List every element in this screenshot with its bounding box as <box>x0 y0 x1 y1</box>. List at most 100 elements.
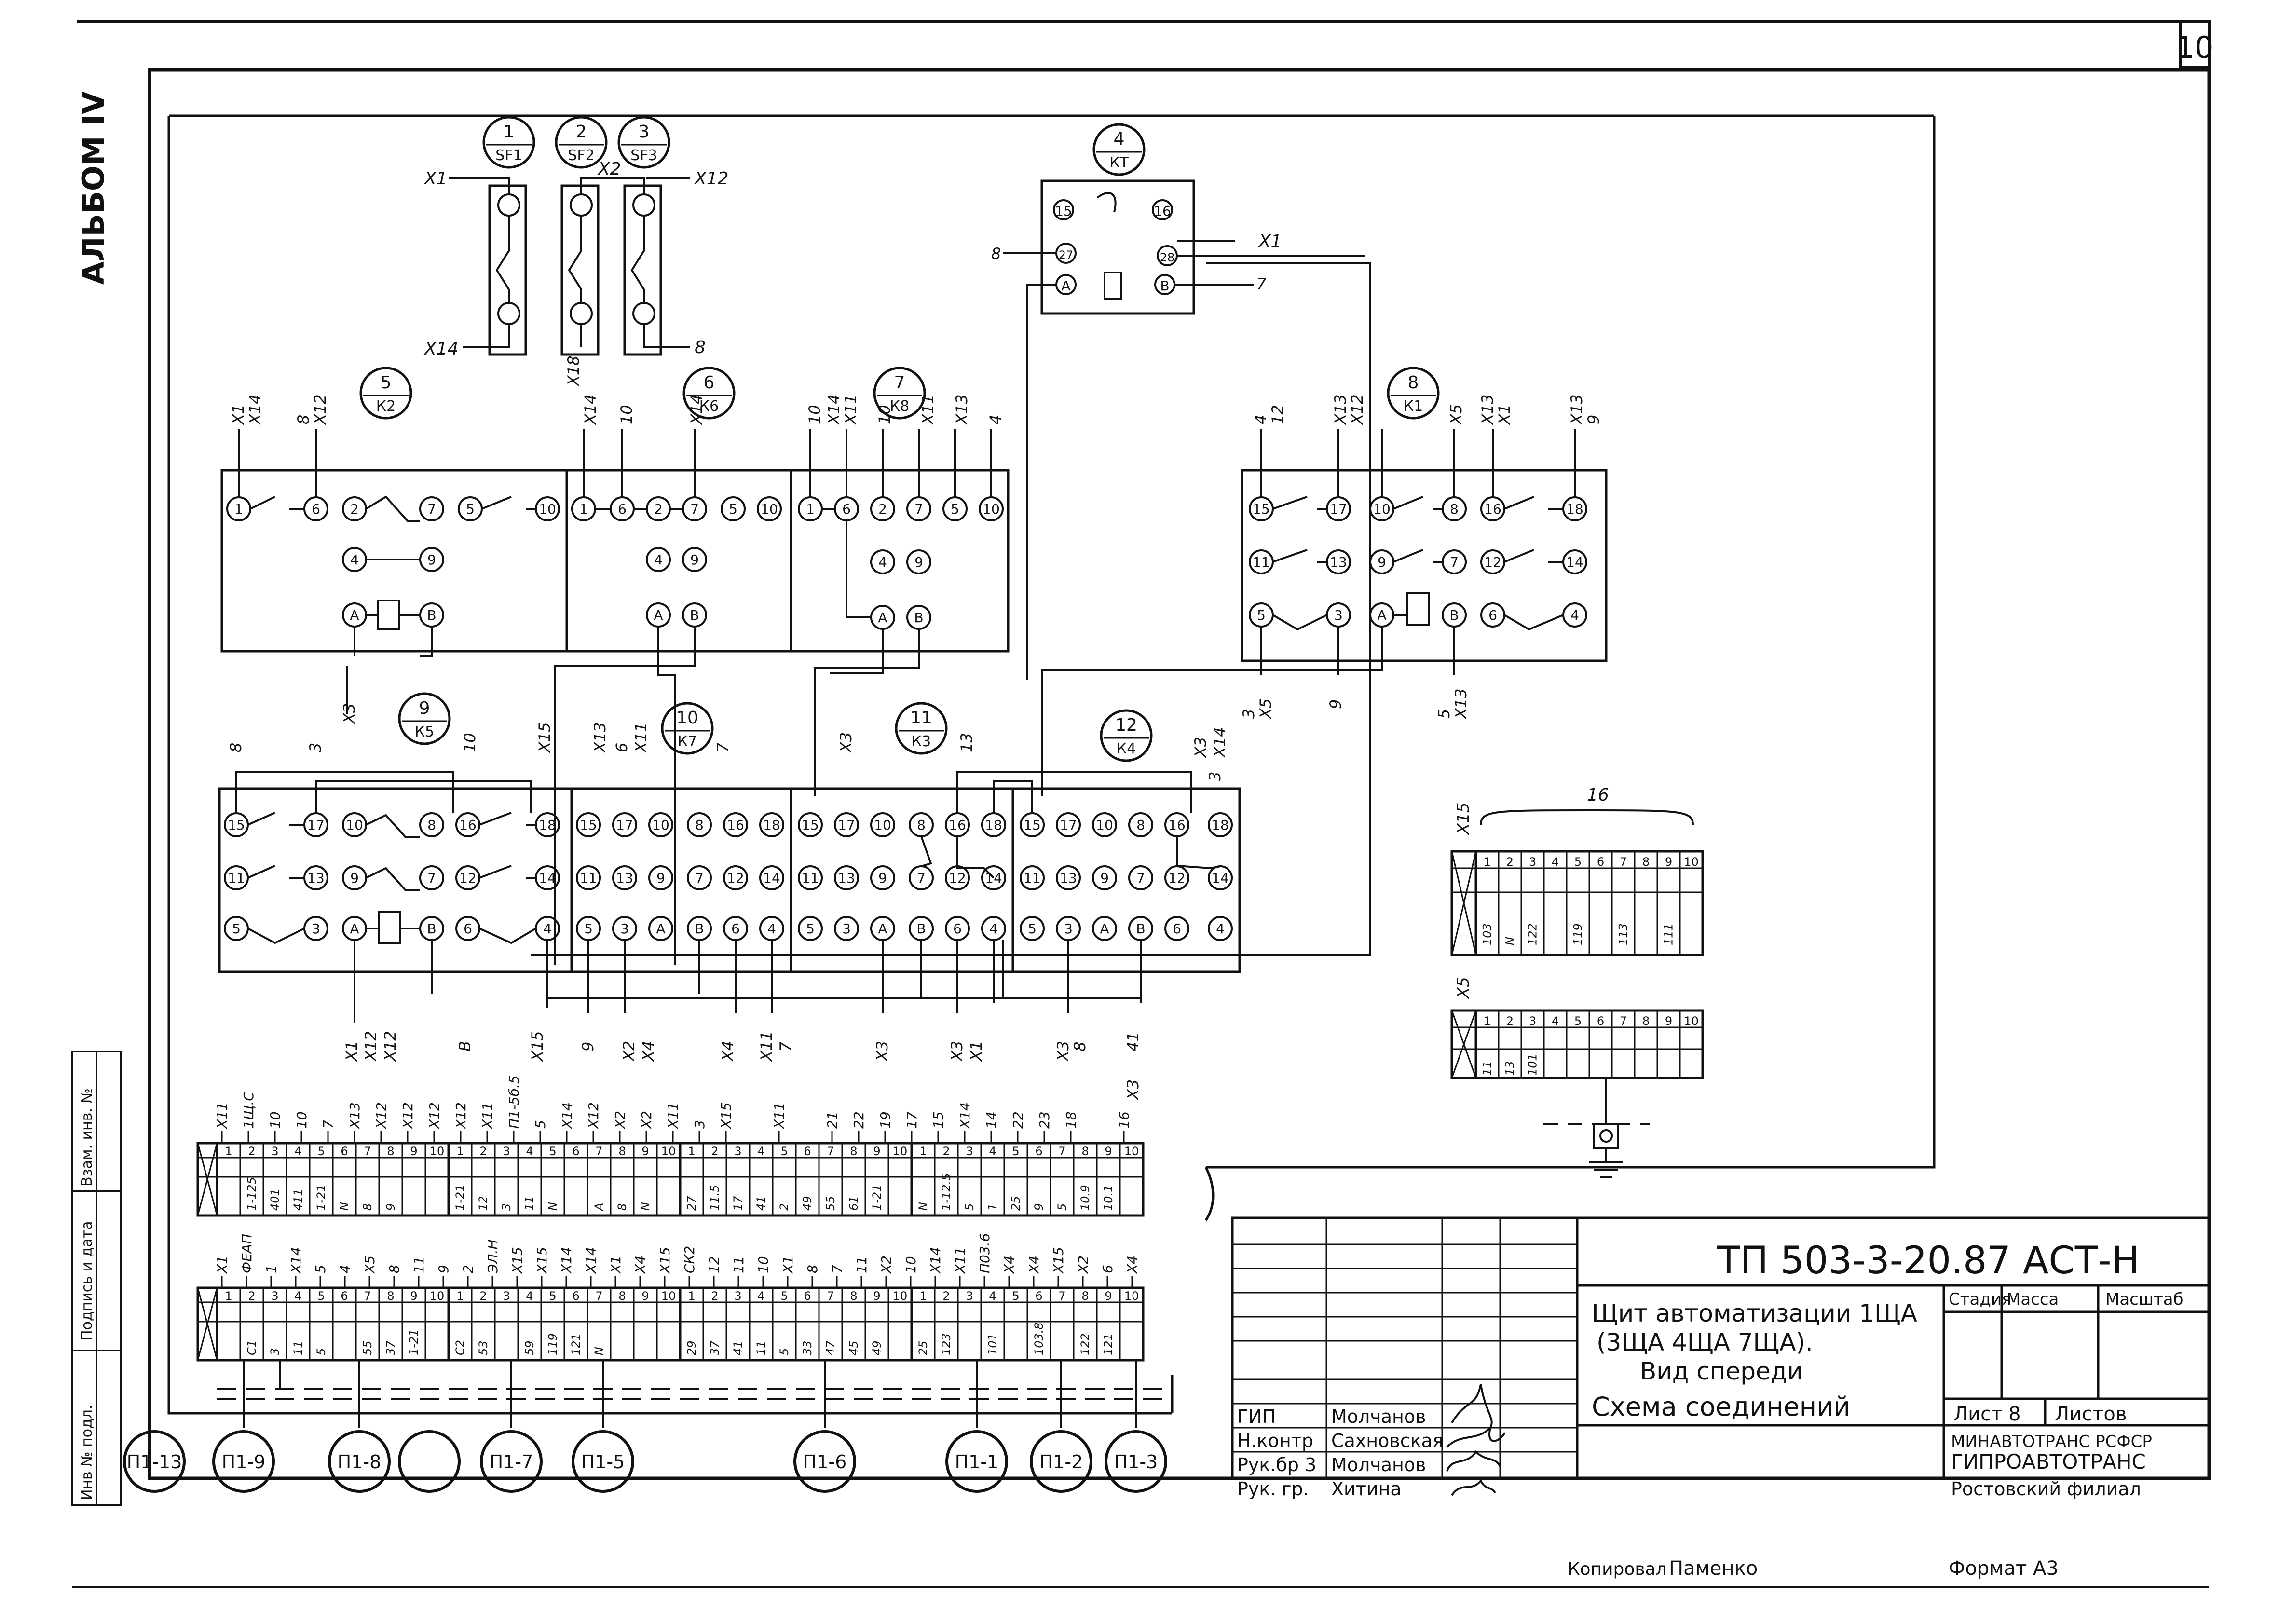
terminal-wire-label: 111 <box>1662 923 1676 945</box>
svg-text:X5: X5 <box>1256 698 1275 720</box>
terminal-number: 10 <box>430 1145 445 1158</box>
cable-connector-label: П1-2 <box>1039 1451 1083 1473</box>
svg-text:12: 12 <box>727 870 744 886</box>
svg-text:Молчанов: Молчанов <box>1331 1406 1426 1427</box>
terminal-number: 8 <box>1642 855 1650 869</box>
wire-tag: X11 <box>665 1102 681 1130</box>
label-x1-kt: X1 <box>1258 232 1282 251</box>
svg-text:7: 7 <box>894 373 905 393</box>
svg-text:B: B <box>427 607 436 623</box>
svg-text:12: 12 <box>1115 715 1137 735</box>
terminal-wire-label: 123 <box>940 1333 953 1355</box>
svg-text:8: 8 <box>917 817 926 833</box>
terminal-number: 1 <box>919 1289 927 1303</box>
terminal-wire-label: 49 <box>870 1340 884 1355</box>
wire-tag: 4 <box>337 1265 353 1273</box>
terminal-number: 1 <box>688 1289 695 1303</box>
svg-text:6: 6 <box>1488 607 1497 623</box>
svg-text:К2: К2 <box>376 398 396 415</box>
terminal-wire-label: 59 <box>523 1340 536 1355</box>
terminal-number: 9 <box>641 1289 649 1303</box>
terminal-number: 5 <box>1574 855 1582 869</box>
side-stamp <box>71 1051 122 1506</box>
svg-text:A: A <box>350 607 359 623</box>
wire-tag: 9 <box>436 1265 451 1273</box>
terminal-number: 2 <box>711 1145 718 1158</box>
svg-text:10: 10 <box>761 501 778 517</box>
wire-tag: 5 <box>313 1265 328 1273</box>
svg-text:6: 6 <box>953 921 962 937</box>
terminal-wire-label: 11.5 <box>708 1185 722 1211</box>
svg-text:13: 13 <box>838 870 855 886</box>
below-block-leads <box>354 940 1142 1023</box>
svg-text:13: 13 <box>307 870 325 886</box>
wire-tag: 7 <box>829 1265 845 1273</box>
svg-text:B: B <box>1136 921 1145 937</box>
svg-text:16: 16 <box>1168 817 1186 833</box>
terminal-wire-label: 53 <box>477 1340 490 1355</box>
terminal-number: 8 <box>618 1145 626 1158</box>
svg-text:8: 8 <box>1450 501 1459 517</box>
svg-text:17: 17 <box>838 817 855 833</box>
sheet-frame <box>72 20 2211 1588</box>
wire-tag: 1Щ.С <box>241 1092 257 1129</box>
svg-text:4: 4 <box>1216 921 1225 937</box>
breaker-wires <box>449 177 690 348</box>
k1-wire-tags: 4 12 X13 X12 X5 X13 X1 X13 9 3 X5 9 5 X1… <box>1240 394 1603 720</box>
svg-text:X3: X3 <box>873 1041 891 1062</box>
terminal-number: 6 <box>1597 1014 1604 1028</box>
wire-tag: X12 <box>426 1102 442 1130</box>
svg-text:6: 6 <box>704 373 715 393</box>
terminal-wire-label: 3 <box>500 1203 513 1211</box>
svg-text:17: 17 <box>1330 501 1347 517</box>
wire-tag: X2 <box>878 1256 894 1274</box>
svg-text:17: 17 <box>307 817 325 833</box>
svg-text:3: 3 <box>1064 921 1073 937</box>
terminal-number: 9 <box>1105 1145 1112 1158</box>
svg-text:X11: X11 <box>842 394 860 425</box>
terminal-number: 5 <box>1574 1014 1582 1028</box>
terminal-number: 2 <box>248 1289 255 1303</box>
terminal-wire-label: 5 <box>778 1348 791 1355</box>
breaker-sf2: 2 SF2 <box>555 116 608 356</box>
terminal-wire-label: N <box>338 1202 351 1211</box>
svg-text:9: 9 <box>1326 699 1345 709</box>
svg-text:SF3: SF3 <box>630 147 657 164</box>
svg-text:7: 7 <box>1136 870 1145 886</box>
wire-tag: 8 <box>805 1265 820 1273</box>
wire-tag: 11 <box>854 1256 870 1273</box>
svg-text:2: 2 <box>350 501 359 517</box>
svg-text:A: A <box>878 921 887 937</box>
svg-text:10: 10 <box>874 817 891 833</box>
wire-tag: X11 <box>214 1102 230 1130</box>
svg-text:5: 5 <box>1435 709 1453 719</box>
terminal-wire-label: 25 <box>1009 1196 1023 1211</box>
terminal-number: 6 <box>1597 855 1604 869</box>
svg-text:3: 3 <box>620 921 629 937</box>
terminal-wire-label: 119 <box>1571 923 1585 945</box>
terminal-wire-label: 1 <box>986 1203 999 1211</box>
svg-text:7: 7 <box>690 501 699 517</box>
svg-text:8: 8 <box>695 817 704 833</box>
terminal-wire-label: 61 <box>847 1196 860 1211</box>
svg-text:6: 6 <box>312 501 320 517</box>
terminal-wire-label: 122 <box>1526 923 1540 945</box>
terminal-wire-label: 10.9 <box>1078 1185 1092 1211</box>
terminal-wire-label: N <box>639 1202 652 1211</box>
terminal-wire-label: 29 <box>685 1340 698 1355</box>
wire-tag: 10 <box>267 1111 283 1129</box>
svg-text:10: 10 <box>652 817 669 833</box>
terminal-wire-label: 1-21 <box>314 1185 328 1211</box>
svg-text:14: 14 <box>1566 554 1583 570</box>
page-number: 10 <box>2176 30 2214 65</box>
svg-text:18: 18 <box>1566 501 1583 517</box>
wire-tag: 22 <box>1010 1111 1026 1129</box>
wire-tag: ФЕАП <box>239 1234 255 1273</box>
terminal-wire-label: 25 <box>916 1340 930 1355</box>
wire-tag: X14 <box>928 1247 943 1274</box>
terminal-number: 4 <box>989 1289 996 1303</box>
